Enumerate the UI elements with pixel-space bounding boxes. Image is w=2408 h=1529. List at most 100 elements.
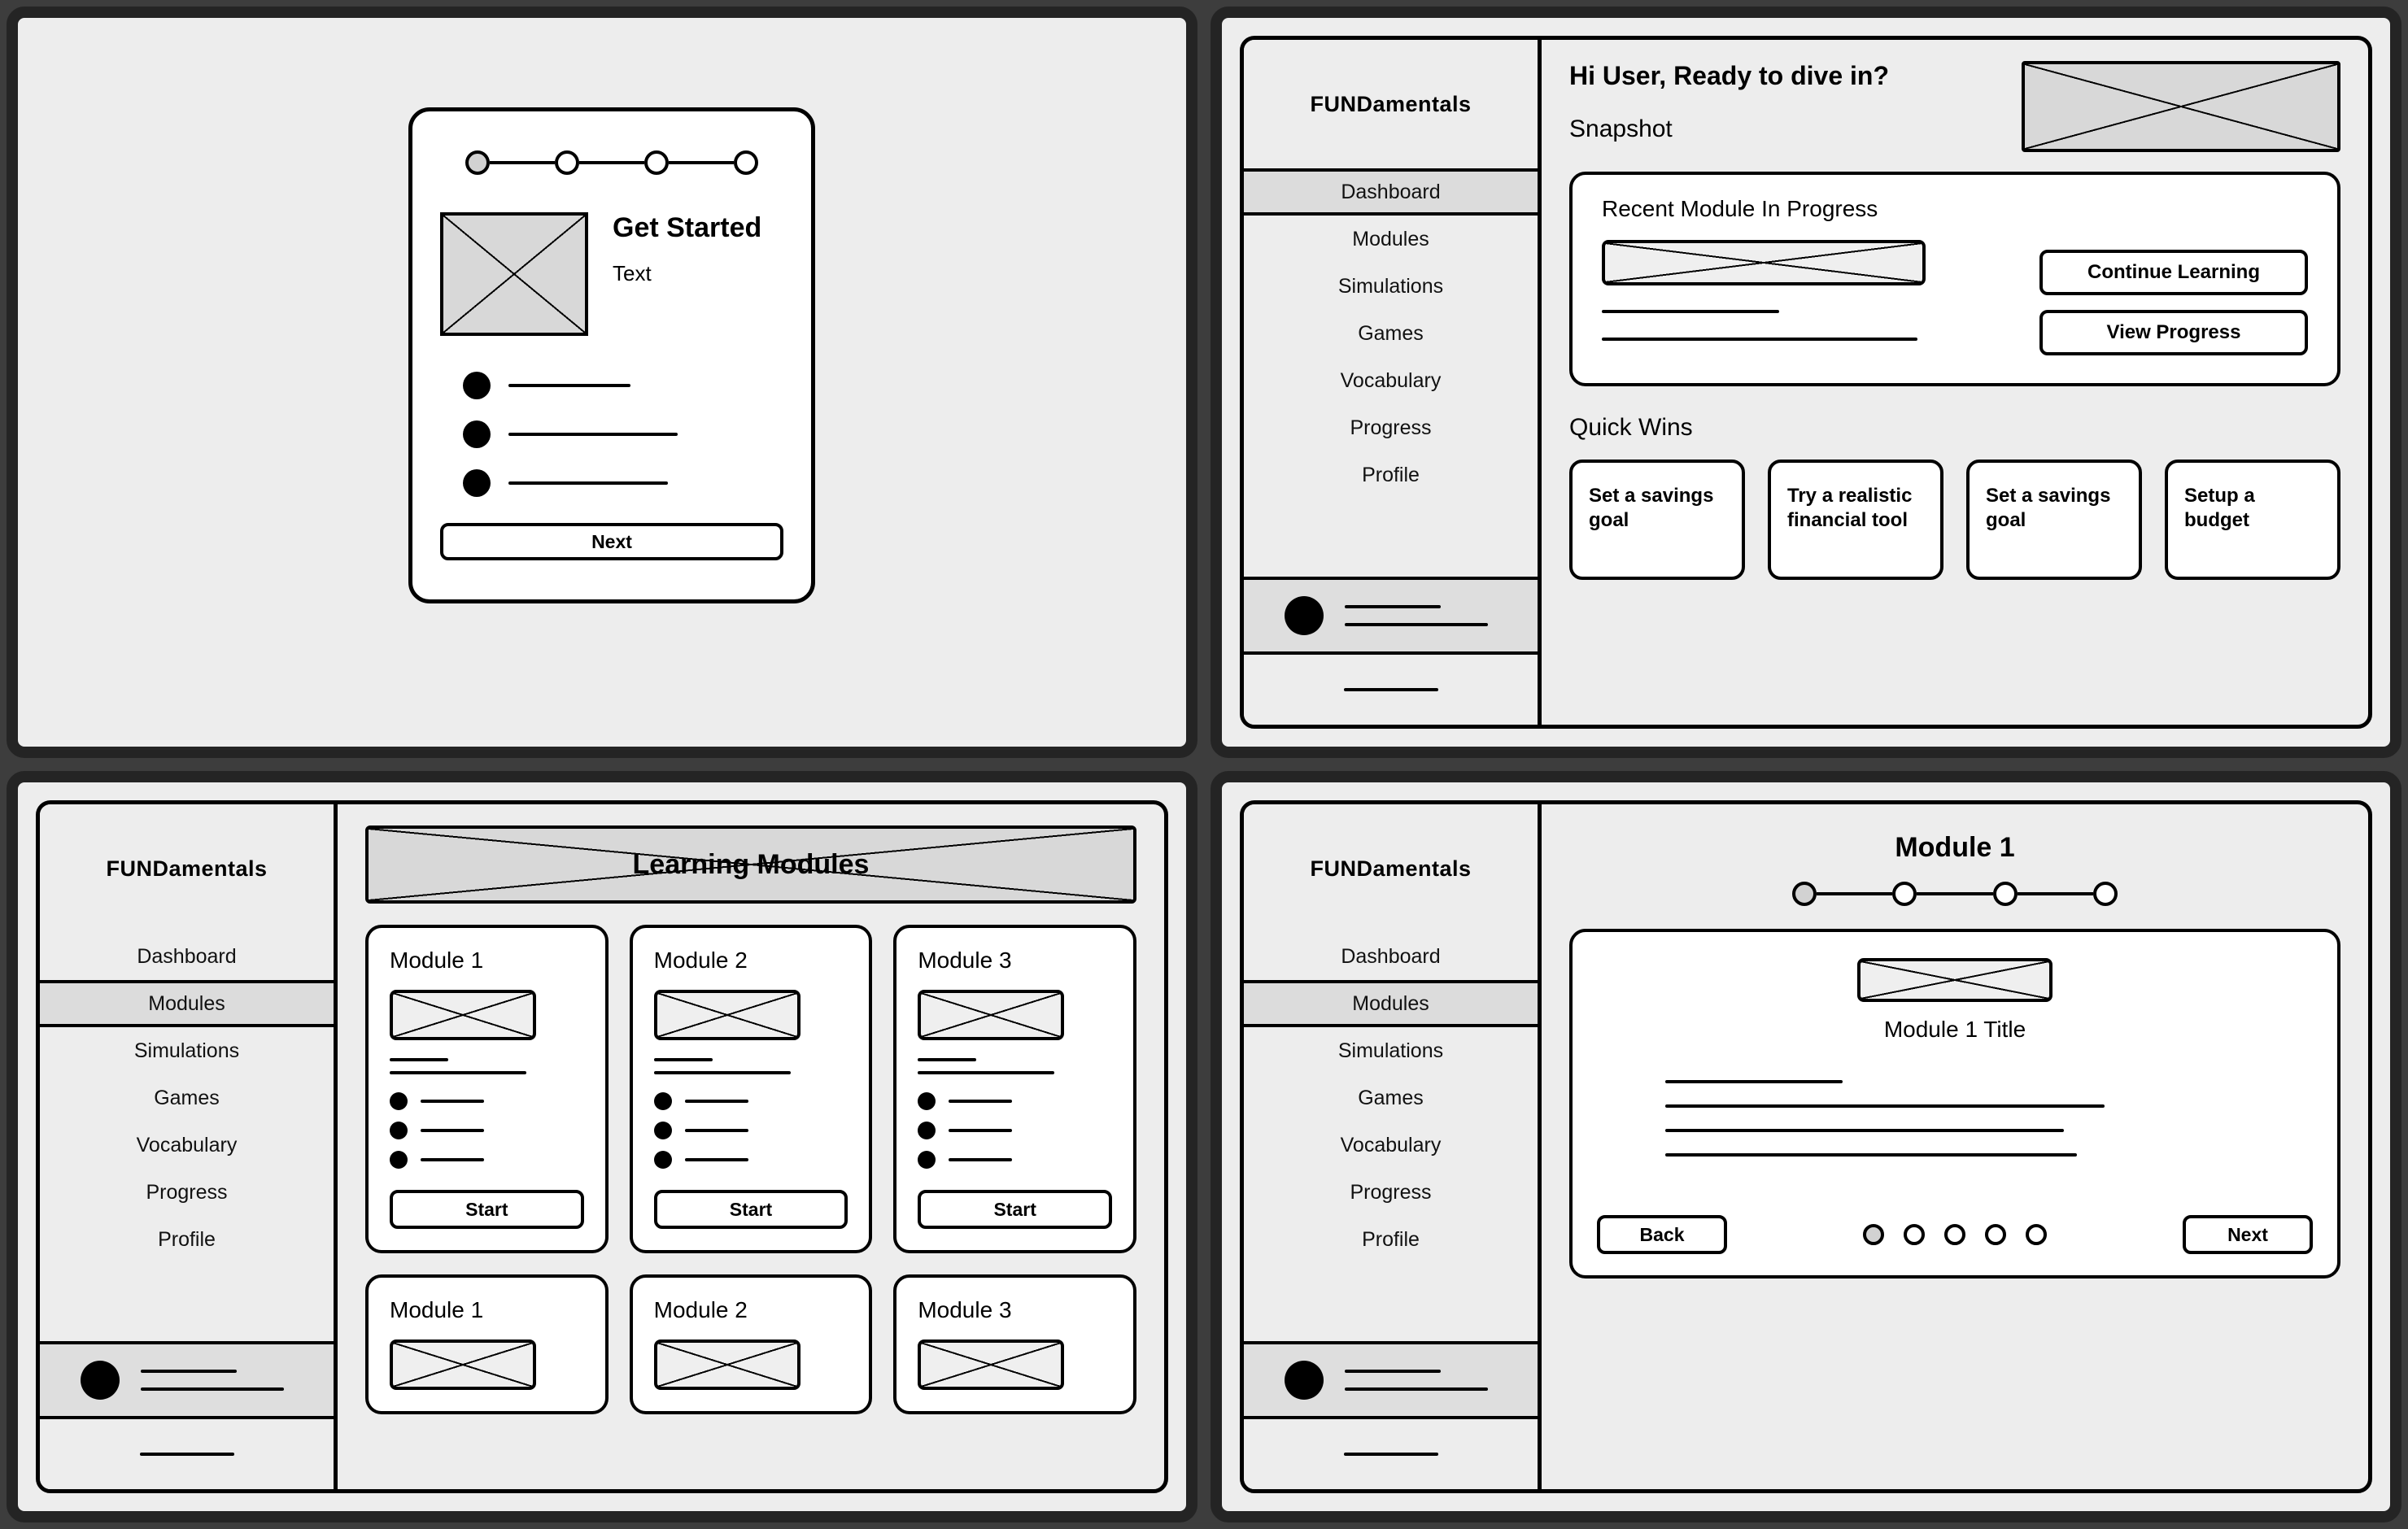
sidebar-footer[interactable] <box>1244 655 1538 725</box>
sidebar-item-dashboard[interactable]: Dashboard <box>137 944 237 968</box>
step-node-4[interactable] <box>2092 882 2118 906</box>
module-image-placeholder <box>653 1340 800 1390</box>
step-node-2[interactable] <box>1892 882 1917 906</box>
list-item <box>390 1122 584 1139</box>
page-dot-5[interactable] <box>2026 1224 2047 1245</box>
sidebar-item-games[interactable]: Games <box>1358 1086 1424 1109</box>
placeholder-text-line <box>684 1129 748 1132</box>
onboarding-screen: Get Started Text Next <box>408 107 815 603</box>
step-node-1[interactable] <box>465 150 490 175</box>
continue-learning-button[interactable]: Continue Learning <box>2039 250 2308 295</box>
list-item <box>463 469 783 497</box>
sidebar-item-modules[interactable]: Modules <box>1244 980 1538 1027</box>
sidebar-user-card[interactable] <box>1244 1341 1538 1419</box>
module-card[interactable]: Module 1 <box>365 1274 609 1414</box>
quick-wins-row: Set a savings goal Try a realistic finan… <box>1569 460 2340 580</box>
step-node-3[interactable] <box>1992 882 2018 906</box>
sidebar-item-dashboard[interactable]: Dashboard <box>1244 168 1538 216</box>
bullet-dot-icon <box>390 1122 408 1139</box>
sidebar-item-games[interactable]: Games <box>1358 321 1424 345</box>
module-card-title: Module 2 <box>653 947 748 973</box>
bullet-dot-icon <box>918 1092 936 1110</box>
step-node-3[interactable] <box>644 150 669 175</box>
sidebar-footer[interactable] <box>1244 1419 1538 1489</box>
module-card[interactable]: Module 2 <box>629 1274 873 1414</box>
sidebar-item-profile[interactable]: Profile <box>158 1227 216 1251</box>
module-image-placeholder <box>390 990 536 1040</box>
sidebar-item-vocabulary[interactable]: Vocabulary <box>1340 1133 1442 1157</box>
sidebar-item-simulations[interactable]: Simulations <box>1337 274 1444 298</box>
placeholder-text-line <box>1345 1387 1488 1391</box>
quick-win-card[interactable]: Set a savings goal <box>1569 460 1745 580</box>
next-button[interactable]: Next <box>440 523 783 560</box>
dashboard-header: Hi User, Ready to dive in? Snapshot <box>1569 61 2340 152</box>
page-dot-2[interactable] <box>1904 1224 1925 1245</box>
sidebar-nav: Dashboard Modules Simulations Games Voca… <box>1244 933 1538 1341</box>
page-dot-3[interactable] <box>1944 1224 1965 1245</box>
sidebar-item-simulations[interactable]: Simulations <box>1337 1039 1444 1062</box>
page-dots <box>1863 1224 2047 1245</box>
sidebar-nav: Dashboard Modules Simulations Games Voca… <box>40 933 334 1341</box>
avatar <box>1285 1361 1324 1400</box>
step-node-1[interactable] <box>1792 882 1817 906</box>
placeholder-text-line <box>918 1058 977 1061</box>
sidebar-item-progress[interactable]: Progress <box>146 1180 228 1204</box>
modules-banner-title: Learning Modules <box>632 848 870 880</box>
module-card[interactable]: Module 3 <box>893 925 1136 1253</box>
start-button[interactable]: Start <box>390 1190 584 1229</box>
placeholder-text-line <box>141 1370 237 1373</box>
sidebar-item-profile[interactable]: Profile <box>1362 463 1420 486</box>
sidebar-item-profile[interactable]: Profile <box>1362 1227 1420 1251</box>
step-line-1 <box>1817 892 1893 895</box>
start-button[interactable]: Start <box>918 1190 1112 1229</box>
list-item <box>390 1092 584 1110</box>
start-button[interactable]: Start <box>653 1190 848 1229</box>
sidebar-item-dashboard[interactable]: Dashboard <box>1341 944 1441 968</box>
sidebar-footer[interactable] <box>40 1419 334 1489</box>
step-node-2[interactable] <box>555 150 579 175</box>
bullet-dot-icon <box>653 1122 672 1139</box>
step-line-1 <box>490 161 555 164</box>
bullet-dot-icon <box>390 1151 408 1169</box>
quick-win-card[interactable]: Set a savings goal <box>1966 460 2142 580</box>
sidebar-item-progress[interactable]: Progress <box>1350 416 1432 439</box>
placeholder-text-line <box>949 1158 1013 1161</box>
list-item <box>918 1092 1112 1110</box>
module-card[interactable]: Module 1 <box>365 925 609 1253</box>
recent-module-actions: Continue Learning View Progress <box>2039 240 2308 355</box>
module-image-placeholder <box>653 990 800 1040</box>
page-dot-4[interactable] <box>1985 1224 2006 1245</box>
quick-win-card[interactable]: Setup a budget <box>2165 460 2340 580</box>
recent-module-info <box>1602 240 1969 355</box>
onboarding-stepper <box>465 150 758 175</box>
panel-onboarding: Get Started Text Next <box>7 7 1197 758</box>
module-card[interactable]: Module 2 <box>629 925 873 1253</box>
bullet-dot-icon <box>918 1151 936 1169</box>
sidebar-item-vocabulary[interactable]: Vocabulary <box>136 1133 238 1157</box>
placeholder-text-line <box>684 1100 748 1103</box>
module-card-title: Module 3 <box>918 1297 1012 1322</box>
view-progress-button[interactable]: View Progress <box>2039 310 2308 355</box>
sidebar-item-modules[interactable]: Modules <box>40 980 334 1027</box>
sidebar: FUNDamentals Dashboard Modules Simulatio… <box>1244 804 1542 1489</box>
sidebar-item-vocabulary[interactable]: Vocabulary <box>1340 368 1442 392</box>
sidebar-item-progress[interactable]: Progress <box>1350 1180 1432 1204</box>
sidebar-item-simulations[interactable]: Simulations <box>133 1039 240 1062</box>
bullet-dot-icon <box>653 1151 672 1169</box>
quick-win-card[interactable]: Try a realistic financial tool <box>1768 460 1943 580</box>
sidebar-item-modules[interactable]: Modules <box>1352 227 1429 250</box>
module-image-placeholder <box>390 1340 536 1390</box>
sidebar-item-games[interactable]: Games <box>154 1086 220 1109</box>
list-item <box>918 1122 1112 1139</box>
recent-module-title: Recent Module In Progress <box>1602 196 1878 221</box>
app-shell-module-detail: FUNDamentals Dashboard Modules Simulatio… <box>1240 800 2372 1493</box>
back-button[interactable]: Back <box>1597 1215 1727 1254</box>
modules-main: Learning Modules Module 1 <box>338 804 1164 1489</box>
module-card[interactable]: Module 3 <box>893 1274 1136 1414</box>
next-button[interactable]: Next <box>2183 1215 2313 1254</box>
step-node-4[interactable] <box>734 150 758 175</box>
sidebar-user-card[interactable] <box>40 1341 334 1419</box>
sidebar-user-card[interactable] <box>1244 577 1538 655</box>
page-dot-1[interactable] <box>1863 1224 1884 1245</box>
